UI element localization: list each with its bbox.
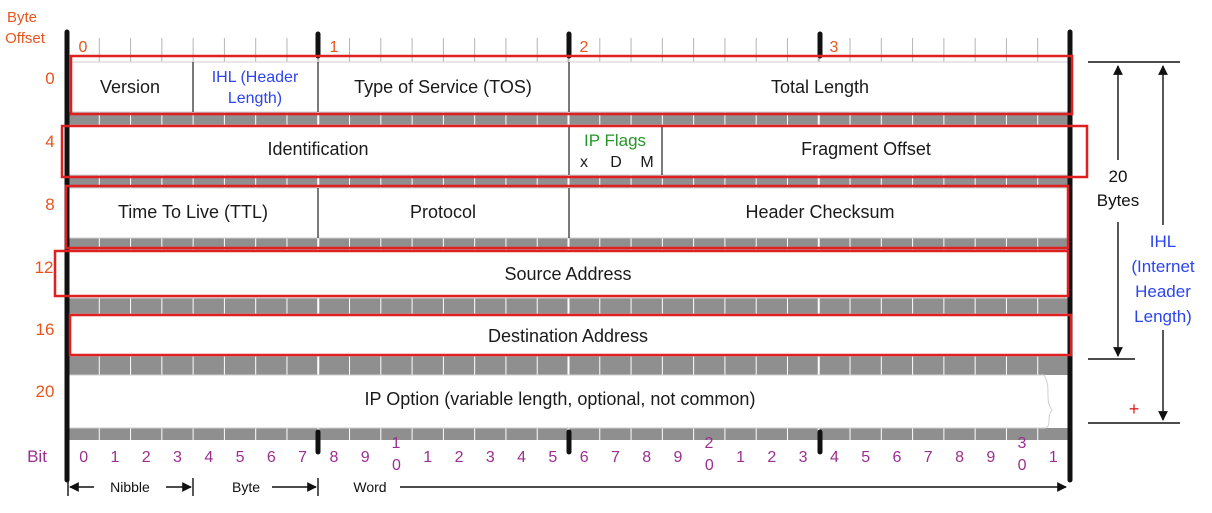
scale-label-word: Word (353, 479, 386, 495)
row-offset-16: 16 (36, 320, 55, 339)
byte-offset-title-top: Byte (7, 9, 37, 26)
byte-label-2: 2 (580, 39, 589, 56)
field-destination-address: Destination Address (488, 326, 648, 346)
field-header-checksum: Header Checksum (745, 202, 894, 222)
bit-number: 3 (486, 449, 495, 466)
label-20: 20 (1109, 167, 1128, 186)
bit-number: 9 (674, 449, 683, 466)
field-fragment-offset: Fragment Offset (801, 139, 931, 159)
bit-tens-1: 1 (392, 435, 401, 452)
field-ihl-line-1: IHL (Header (212, 69, 299, 86)
bit-number: 3 (173, 449, 182, 466)
label-plus: + (1129, 399, 1140, 419)
bit-number: 0 (1018, 457, 1027, 474)
flag-m: M (640, 154, 653, 171)
bit-number: 5 (548, 449, 557, 466)
bit-number: 2 (767, 449, 776, 466)
scale-label-nibble: Nibble (110, 479, 150, 495)
bit-number: 5 (861, 449, 870, 466)
bit-number: 8 (642, 449, 651, 466)
label-length: Length) (1134, 307, 1192, 326)
bit-number: 2 (455, 449, 464, 466)
field-total-length: Total Length (771, 77, 869, 97)
bit-number: 7 (611, 449, 620, 466)
row-offset-8: 8 (45, 195, 54, 214)
frame-bars (64, 29, 1073, 483)
field-source-address: Source Address (504, 264, 631, 284)
field-ip-option: IP Option (variable length, optional, no… (365, 389, 756, 409)
bit-number: 4 (830, 449, 839, 466)
label-bytes: Bytes (1097, 191, 1140, 210)
bit-number: 2 (142, 449, 151, 466)
bit-number: 6 (267, 449, 276, 466)
bit-tens-2: 2 (705, 435, 714, 452)
bit-number: 6 (893, 449, 902, 466)
field-version: Version (100, 77, 160, 97)
flag-x: x (580, 154, 588, 171)
highlight-row-12 (53, 249, 1070, 298)
highlight-row-4 (60, 124, 1089, 179)
bit-number-row: 0 1 2 3 4 5 6 7 8 9 0 1 2 3 4 5 6 7 8 9 0 1 2 3 4 5 6 7 8 9 0 1 (79, 449, 1058, 474)
field-identification: Identification (267, 139, 368, 159)
row-offset-0: 0 (45, 69, 54, 88)
byte-label-0: 0 (79, 39, 88, 56)
highlight-row-0 (69, 54, 1074, 116)
bit-number: 1 (423, 449, 432, 466)
byte-offset-title-bottom: Offset (5, 30, 46, 47)
bit-number: 5 (236, 449, 245, 466)
highlight-row-16 (68, 313, 1073, 357)
field-ip-flags: IP Flags (584, 131, 646, 150)
field-tos: Type of Service (TOS) (354, 77, 532, 97)
field-ttl: Time To Live (TTL) (118, 202, 268, 222)
label-ihl: IHL (1150, 232, 1176, 251)
bit-number: 1 (110, 449, 119, 466)
bit-number: 1 (736, 449, 745, 466)
bit-number: 1 (1049, 449, 1058, 466)
byte-label-1: 1 (330, 39, 339, 56)
bit-number: 0 (705, 457, 714, 474)
field-ihl-line-2: Length) (228, 90, 282, 107)
bit-tens-3: 3 (1018, 435, 1027, 452)
bit-number: 8 (955, 449, 964, 466)
bit-number: 7 (298, 449, 307, 466)
bit-number: 8 (329, 449, 338, 466)
bit-number: 0 (79, 449, 88, 466)
row-offset-20: 20 (36, 382, 55, 401)
row-offset-12: 12 (35, 258, 54, 277)
row-offset-4: 4 (45, 132, 54, 151)
row-20-body (67, 374, 1053, 429)
highlight-boxes (53, 54, 1089, 357)
bit-number: 4 (204, 449, 213, 466)
bit-number: 9 (986, 449, 995, 466)
bit-axis-label: Bit (27, 447, 47, 466)
bit-number: 0 (392, 457, 401, 474)
label-internet: (Internet (1131, 257, 1195, 276)
bit-number: 9 (361, 449, 370, 466)
label-header: Header (1135, 282, 1191, 301)
field-protocol: Protocol (410, 202, 476, 222)
scale-label-byte: Byte (232, 479, 260, 495)
bit-number: 6 (580, 449, 589, 466)
field-dividers (192, 62, 663, 238)
byte-label-3: 3 (830, 39, 839, 56)
flag-d: D (610, 154, 622, 171)
bit-number: 3 (799, 449, 808, 466)
row-16-body (67, 313, 1070, 357)
bit-number: 7 (924, 449, 933, 466)
bit-number: 4 (517, 449, 526, 466)
highlight-row-8 (64, 184, 1070, 250)
